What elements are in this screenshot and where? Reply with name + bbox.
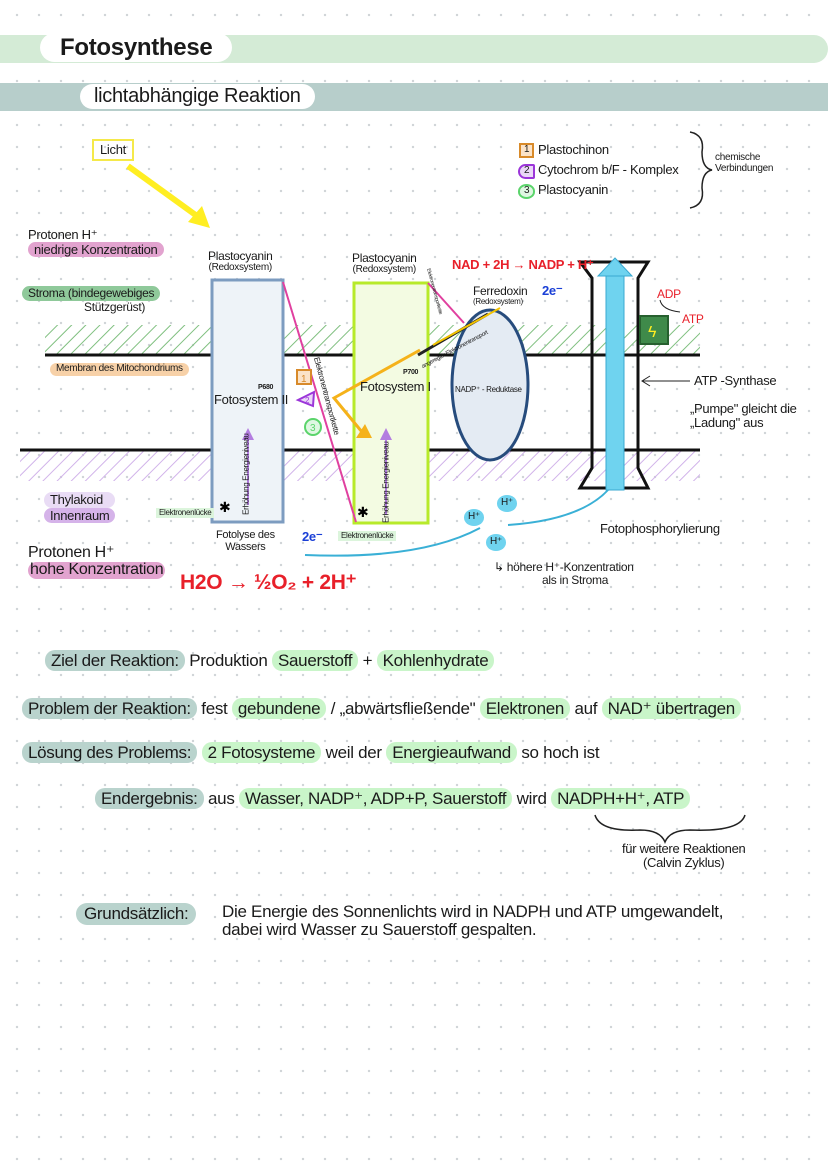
badge-2 <box>295 390 316 408</box>
protons-high-label: Protonen H⁺hohe Konzentration <box>28 544 166 579</box>
fotosystem-1 <box>352 281 430 525</box>
legend-item-2: Cytochrom b/F - Komplex <box>538 162 679 177</box>
triangle-badge-icon: 2 <box>518 164 536 179</box>
electron-chain-line <box>282 281 357 523</box>
nadp-equation: NAD + 2H → NADP + H⁺ <box>452 257 594 272</box>
badge-1 <box>296 369 312 385</box>
electrons-left: 2e⁻ <box>302 529 323 544</box>
square-badge-icon: 1 <box>519 143 535 158</box>
electrons-right: 2e⁻ <box>542 283 563 298</box>
svg-text:2: 2 <box>305 396 310 405</box>
yellow-arrowhead <box>356 424 372 438</box>
note-result: Endergebnis: aus Wasser, NADP⁺, ADP+P, S… <box>95 788 691 809</box>
note-label: Problem der Reaktion: <box>22 698 197 719</box>
atp-box <box>639 315 669 345</box>
proton-channel-arrow <box>605 274 625 491</box>
ps1-name: Fotosystem I <box>360 379 431 394</box>
proton-2: H⁺ <box>497 495 517 512</box>
light-label: Licht <box>92 139 134 161</box>
legend-item-3: Plastocyanin <box>538 182 609 197</box>
circle-badge-icon: 3 <box>518 184 536 199</box>
svg-text:ϟ: ϟ <box>648 324 657 341</box>
badge-3 <box>304 418 322 436</box>
atp-label: ATP <box>682 312 704 326</box>
legend-brace <box>689 131 713 209</box>
ps1-energy-label: Erhöhung Energieniveau <box>381 441 391 523</box>
ps1-gap-label: Elektronenlücke <box>338 531 397 542</box>
summary-label: Grundsätzlich: <box>76 903 197 925</box>
svg-text:3: 3 <box>310 423 316 434</box>
summary-text: Die Energie des Sonnenlichts wird in NAD… <box>222 902 724 939</box>
note-label: Ziel der Reaktion: <box>45 650 185 671</box>
water-equation: H2O → ½O₂ + 2H⁺ <box>180 571 357 594</box>
note-problem: Problem der Reaktion: fest gebundene / „… <box>22 698 741 719</box>
note-label: Endergebnis: <box>95 788 204 809</box>
synthase-label: ATP -Synthase <box>694 373 777 388</box>
nadp-reductase <box>450 308 530 462</box>
svg-text:✱: ✱ <box>219 499 231 515</box>
ps1-top-label: Plastocyanin(Redoxsystem) <box>352 251 417 275</box>
legend-item-1: Plastochinon <box>538 142 609 157</box>
diagram-graphics: ✱ ✱ 1 2 3 ϟ <box>20 131 713 557</box>
svg-text:✱: ✱ <box>357 504 369 520</box>
ferredoxin-label: Ferredoxin(Redoxsystem) <box>473 284 528 306</box>
page-subtitle: lichtabhängige Reaktion <box>80 84 315 109</box>
result-note: für weitere Reaktionen(Calvin Zyklus) <box>622 841 746 870</box>
protons-low-label: Protonen H⁺niedrige Konzentration <box>28 228 164 258</box>
atp-synthase <box>577 260 651 490</box>
ps2-gap-label: Elektronenlücke <box>156 508 215 519</box>
proton-flow-curve <box>304 527 481 557</box>
proton-3: H⁺ <box>486 534 506 551</box>
ps2-energy-label: Erhöhung Energieniveau <box>241 433 251 515</box>
photophosphorylation-label: Fotophosphorylierung <box>600 521 720 536</box>
note-goal: Ziel der Reaktion: Produktion Sauerstoff… <box>45 650 495 671</box>
ps2-pigment: P680 <box>258 384 274 391</box>
note-label: Lösung des Problems: <box>22 742 198 763</box>
svg-text:1: 1 <box>301 374 307 385</box>
adp-label: ADP <box>657 287 681 301</box>
page-title: Fotosynthese <box>40 33 233 63</box>
membrane-label: Membran des Mitochondriums <box>50 363 189 376</box>
ps2-name: Fotosystem II <box>214 392 289 407</box>
pump-label: „Pumpe" gleicht die„Ladung" aus <box>690 401 797 430</box>
ps2-top-label: Plastocyanin(Redoxsystem) <box>208 249 273 273</box>
ps1-pigment: P700 <box>403 369 419 376</box>
light-arrow <box>126 163 199 219</box>
proton-1: H⁺ <box>464 509 484 526</box>
note-solution: Lösung des Problems: 2 Fotosysteme weil … <box>22 742 600 763</box>
reductase-label: NADP⁺ - Reduktase <box>455 385 522 394</box>
